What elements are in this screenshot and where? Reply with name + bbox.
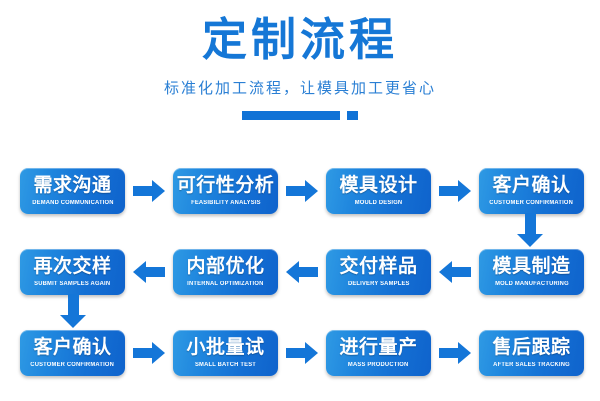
step-label-cn: 模具制造 xyxy=(492,256,571,277)
arrow-head xyxy=(60,315,86,328)
step-label-cn: 模具设计 xyxy=(339,175,418,196)
arrow-head xyxy=(458,180,471,202)
flow-row-1: 需求沟通 DEMAND COMMUNICATION 可行性分析 FEASIBIL… xyxy=(0,167,600,215)
step-label-cn: 内部优化 xyxy=(186,256,265,277)
arrow-down-icon xyxy=(517,213,543,247)
step-label-cn: 进行量产 xyxy=(339,337,418,358)
arrow-head xyxy=(305,180,318,202)
step-label-en: SUBMIT SAMPLES AGAIN xyxy=(34,281,111,287)
arrow-shaft xyxy=(146,267,165,277)
arrow-shaft xyxy=(439,186,458,196)
arrow-right-icon xyxy=(286,180,318,202)
header-divider xyxy=(0,111,600,121)
arrow-head xyxy=(458,342,471,364)
arrow-down-icon xyxy=(60,294,86,328)
step-label-en: MOLD MANUFACTURING xyxy=(494,281,569,287)
arrow-head xyxy=(133,261,146,283)
arrow-right-icon xyxy=(286,342,318,364)
arrow-shaft xyxy=(68,294,79,315)
step-box[interactable]: 售后跟踪 AFTER SALES TRACKING xyxy=(479,330,584,376)
step-box[interactable]: 交付样品 DELIVERY SAMPLES xyxy=(326,249,431,295)
page-title: 定制流程 xyxy=(201,14,398,65)
step-label-cn: 交付样品 xyxy=(339,256,418,277)
arrow-shaft xyxy=(452,267,471,277)
step-box[interactable]: 需求沟通 DEMAND COMMUNICATION xyxy=(20,168,125,214)
step-label-cn: 售后跟踪 xyxy=(492,337,571,358)
step-label-cn: 需求沟通 xyxy=(33,175,112,196)
arrow-head xyxy=(152,180,165,202)
step-label-en: DELIVERY SAMPLES xyxy=(347,281,410,287)
arrow-left-icon xyxy=(439,261,471,283)
page-subtitle: 标准化加工流程，让模具加工更省心 xyxy=(163,80,436,98)
step-box[interactable]: 内部优化 INTERNAL OPTIMIZATION xyxy=(173,249,278,295)
flow-row-3: 客户确认 CUSTOMER CONFIRMATION 小批量试 SMALL BA… xyxy=(0,329,600,377)
arrow-head xyxy=(439,261,452,283)
flow-row-2: 再次交样 SUBMIT SAMPLES AGAIN 内部优化 INTERNAL … xyxy=(0,248,600,296)
step-label-cn: 客户确认 xyxy=(492,175,571,196)
step-label-en: MASS PRODUCTION xyxy=(348,362,409,368)
step-box[interactable]: 模具设计 MOULD DESIGN xyxy=(326,168,431,214)
step-label-cn: 再次交样 xyxy=(33,256,112,277)
step-box[interactable]: 客户确认 CUSTOMER CONFIRMATION xyxy=(20,330,125,376)
step-label-en: CUSTOMER CONFIRMATION xyxy=(489,200,574,206)
arrow-right-icon xyxy=(439,180,471,202)
arrow-right-icon xyxy=(133,180,165,202)
divider-dot xyxy=(347,111,358,121)
arrow-head xyxy=(286,261,299,283)
process-flow-diagram: 需求沟通 DEMAND COMMUNICATION 可行性分析 FEASIBIL… xyxy=(0,155,600,401)
step-label-cn: 客户确认 xyxy=(33,337,112,358)
arrow-shaft xyxy=(299,267,318,277)
arrow-shaft xyxy=(286,348,305,358)
step-box[interactable]: 客户确认 CUSTOMER CONFIRMATION xyxy=(479,168,584,214)
arrow-head xyxy=(517,234,543,247)
step-box[interactable]: 进行量产 MASS PRODUCTION xyxy=(326,330,431,376)
arrow-right-icon xyxy=(439,342,471,364)
step-label-en: SMALL BATCH TEST xyxy=(194,362,257,368)
arrow-head xyxy=(305,342,318,364)
step-box[interactable]: 再次交样 SUBMIT SAMPLES AGAIN xyxy=(20,249,125,295)
arrow-right-icon xyxy=(133,342,165,364)
step-box[interactable]: 小批量试 SMALL BATCH TEST xyxy=(173,330,278,376)
step-label-cn: 可行性分析 xyxy=(176,175,275,196)
divider-bar xyxy=(242,111,340,121)
step-label-en: FEASIBILITY ANALYSIS xyxy=(190,200,261,206)
arrow-head xyxy=(152,342,165,364)
step-label-cn: 小批量试 xyxy=(186,337,265,358)
step-label-en: INTERNAL OPTIMIZATION xyxy=(187,281,264,287)
arrow-shaft xyxy=(439,348,458,358)
step-label-en: AFTER SALES TRACKING xyxy=(493,362,570,368)
arrow-shaft xyxy=(525,213,536,234)
step-box[interactable]: 可行性分析 FEASIBILITY ANALYSIS xyxy=(173,168,278,214)
arrow-shaft xyxy=(286,186,305,196)
arrow-shaft xyxy=(133,348,152,358)
step-label-en: DEMAND COMMUNICATION xyxy=(31,200,114,206)
arrow-left-icon xyxy=(133,261,165,283)
page-header: 定制流程 标准化加工流程，让模具加工更省心 xyxy=(0,0,600,121)
arrow-shaft xyxy=(133,186,152,196)
step-label-en: MOULD DESIGN xyxy=(354,200,403,206)
arrow-left-icon xyxy=(286,261,318,283)
step-box[interactable]: 模具制造 MOLD MANUFACTURING xyxy=(479,249,584,295)
step-label-en: CUSTOMER CONFIRMATION xyxy=(30,362,115,368)
